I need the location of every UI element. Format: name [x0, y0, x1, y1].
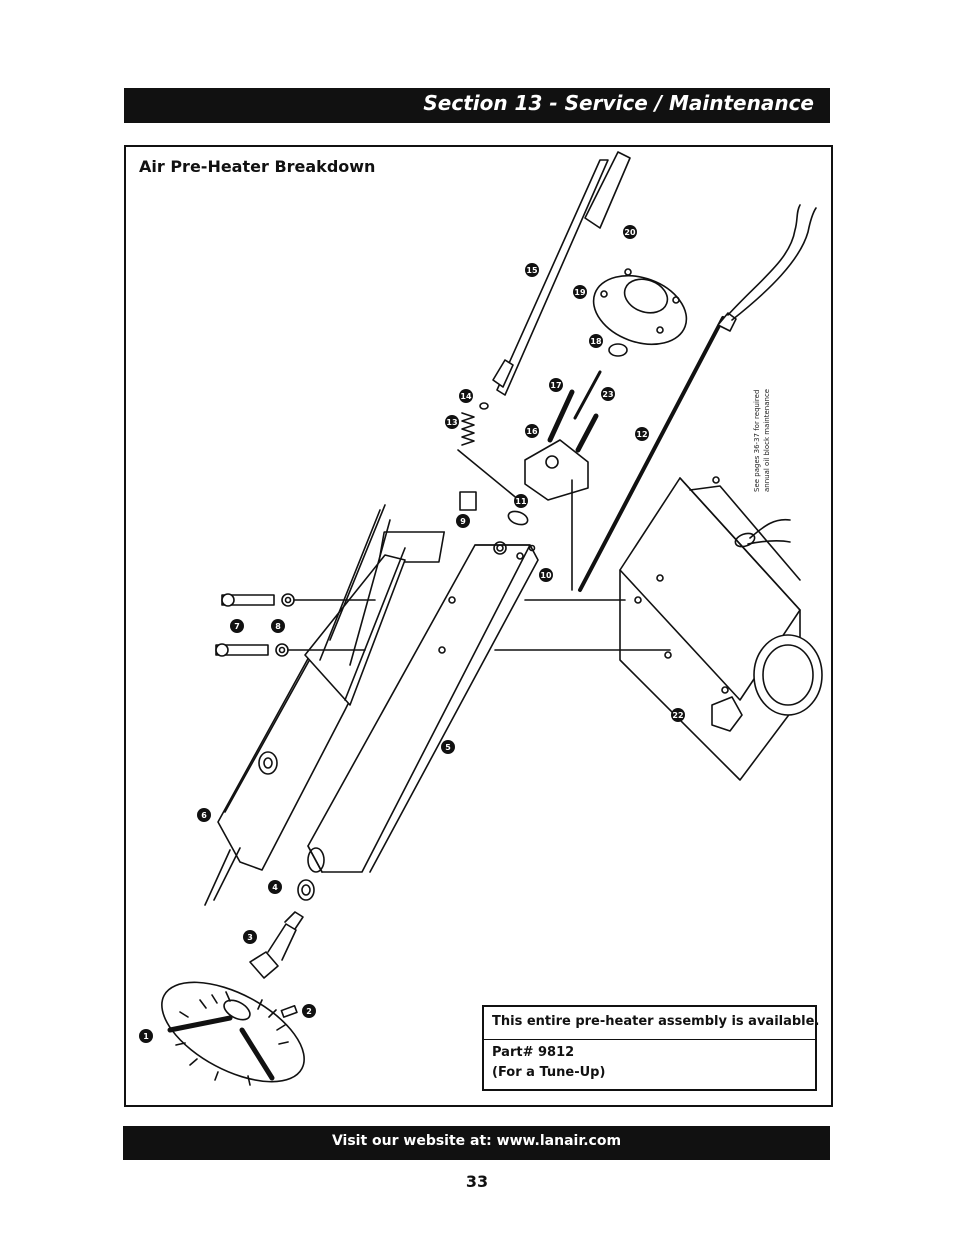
callout-10: 10	[539, 568, 553, 582]
svg-text:17: 17	[550, 381, 561, 390]
callout-22: 22	[671, 708, 685, 722]
heater-tube-part	[307, 531, 539, 873]
svg-text:14: 14	[460, 392, 472, 401]
diagram-title: Air Pre-Heater Breakdown	[139, 157, 376, 176]
callout-9: 9	[456, 514, 470, 528]
svg-text:3: 3	[247, 933, 253, 942]
callout-23: 23	[601, 387, 615, 401]
part-number: Part# 9812	[492, 1045, 575, 1060]
callout-5: 5	[441, 740, 455, 754]
fan-disc-part	[161, 981, 305, 1086]
svg-text:5: 5	[445, 743, 451, 752]
callout-18: 18	[589, 334, 603, 348]
callout-19: 19	[573, 285, 587, 299]
svg-text:22: 22	[672, 711, 683, 720]
svg-text:4: 4	[272, 883, 278, 892]
svg-text:13: 13	[446, 418, 457, 427]
bolts-part	[215, 593, 376, 657]
svg-text:15: 15	[526, 266, 538, 275]
svg-text:16: 16	[526, 427, 538, 436]
diagram-frame	[124, 145, 833, 1107]
maintenance-note-line-1: See pages 36-37 for required	[753, 389, 761, 492]
footer-bar: Visit our website at: www.lanair.com	[123, 1126, 830, 1160]
clamp-block-part	[457, 370, 602, 591]
svg-text:12: 12	[636, 430, 647, 439]
inlet-fitting-part	[459, 491, 529, 526]
callout-1: 1	[139, 1029, 153, 1043]
set-screw-part	[280, 1004, 298, 1018]
callout-12: 12	[635, 427, 649, 441]
callout-8: 8	[271, 619, 285, 633]
website-link[interactable]: Visit our website at: www.lanair.com	[331, 1133, 622, 1149]
availability-heading: This entire pre-heater assembly is avail…	[492, 1014, 820, 1029]
svg-text:18: 18	[590, 337, 602, 346]
flange-part	[592, 268, 688, 357]
callout-2: 2	[302, 1004, 316, 1018]
section-header: Section 13 - Service / Maintenance	[124, 88, 830, 123]
maintenance-note: See pages 36-37 for required annual oil …	[752, 362, 772, 492]
callout-6: 6	[197, 808, 211, 822]
svg-text:11: 11	[515, 497, 527, 506]
heating-rod-part	[578, 204, 817, 592]
maintenance-note-line-2: annual oil block maintenance	[763, 388, 771, 492]
availability-box: This entire pre-heater assembly is avail…	[482, 1005, 820, 1091]
page-number: 33	[465, 1172, 489, 1191]
o-ring-part	[297, 879, 315, 901]
svg-text:19: 19	[574, 288, 586, 297]
svg-text:20: 20	[624, 228, 636, 237]
tune-up-note: (For a Tune-Up)	[492, 1065, 606, 1080]
callout-11: 11	[514, 494, 528, 508]
svg-text:6: 6	[201, 811, 207, 820]
callout-20: 20	[623, 225, 637, 239]
svg-text:2: 2	[306, 1007, 312, 1016]
callout-16: 16	[525, 424, 539, 438]
spring-part	[461, 402, 489, 446]
svg-text:23: 23	[602, 390, 613, 399]
callout-14: 14	[459, 389, 473, 403]
callout-15: 15	[525, 263, 539, 277]
nozzle-fitting-part	[249, 911, 304, 979]
callout-17: 17	[549, 378, 563, 392]
section-title: Section 13 - Service / Maintenance	[423, 91, 814, 115]
callout-group: 1 2 3 4 5 6 7 8 9 10 11 12 13 14 15 16 1…	[139, 225, 685, 1043]
probe-part	[492, 151, 631, 396]
svg-text:10: 10	[540, 571, 552, 580]
callout-7: 7	[230, 619, 244, 633]
svg-text:9: 9	[460, 517, 466, 526]
svg-text:1: 1	[143, 1032, 149, 1041]
callout-3: 3	[243, 930, 257, 944]
callout-13: 13	[445, 415, 459, 429]
oil-block-housing-part	[494, 476, 823, 781]
heat-shroud-part	[204, 504, 406, 906]
availability-divider	[484, 1039, 815, 1040]
svg-text:8: 8	[275, 622, 281, 631]
svg-text:7: 7	[234, 622, 240, 631]
callout-4: 4	[268, 880, 282, 894]
